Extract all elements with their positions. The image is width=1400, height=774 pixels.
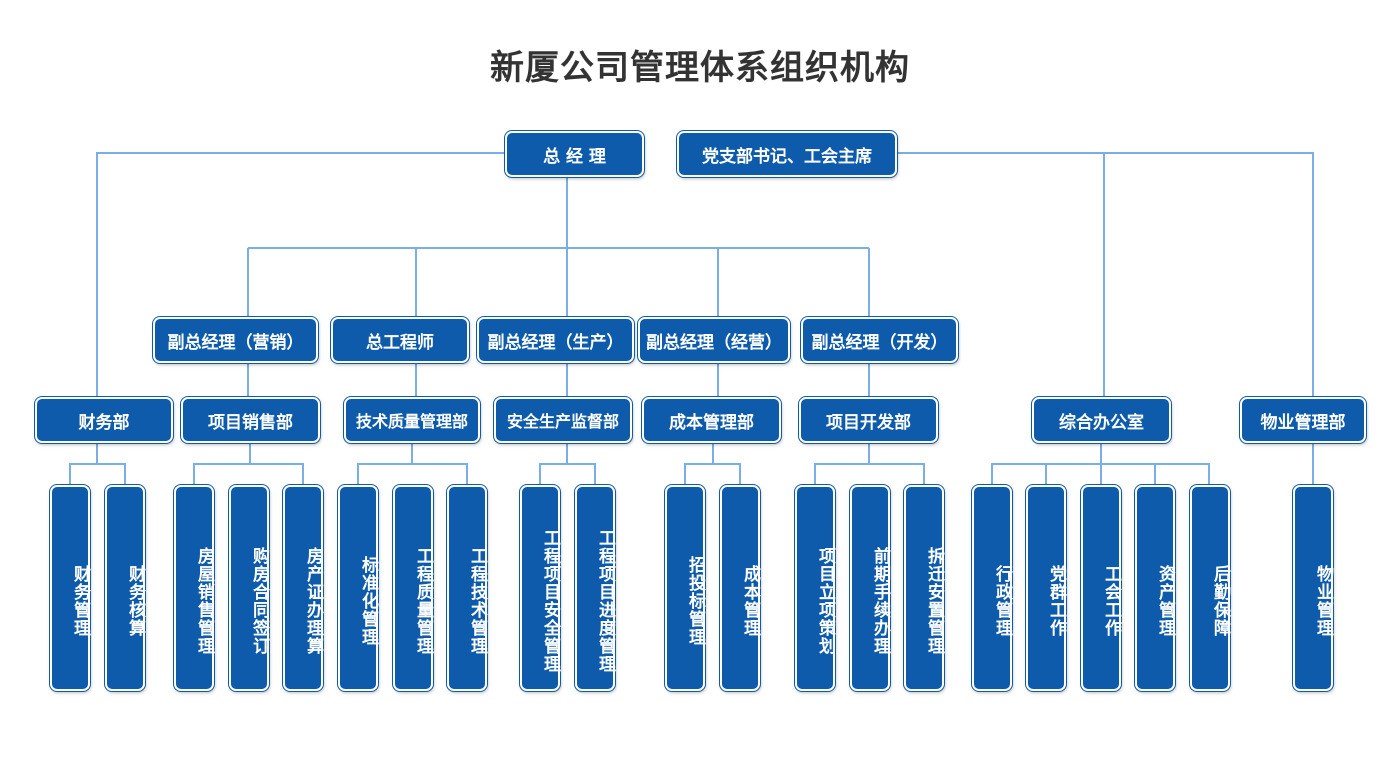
function-project-safety: 工程项目安全管理 <box>520 485 560 691</box>
cost-management-dept-box: 成本管理部 <box>642 397 781 443</box>
function-finance-accounting: 财务核算 <box>105 485 145 691</box>
function-administration: 行政管理 <box>972 485 1012 691</box>
general-office-box: 综合办公室 <box>1032 397 1171 443</box>
project-sales-dept-box: 项目销售部 <box>181 397 320 443</box>
vp-development-box: 副总经理（开发） <box>801 317 958 363</box>
property-management-dept-box: 物业管理部 <box>1240 397 1366 443</box>
function-property-certificate: 房产证办理算 <box>283 485 323 691</box>
function-asset-management: 资产管理 <box>1135 485 1175 691</box>
function-finance-management: 财务管理 <box>50 485 90 691</box>
chief-engineer-box: 总工程师 <box>331 317 469 363</box>
function-purchase-contract: 购房合同签订 <box>229 485 269 691</box>
function-standardization: 标准化管理 <box>338 485 378 691</box>
chart-title: 新厦公司管理体系组织机构 <box>490 48 910 88</box>
function-project-progress: 工程项目进度管理 <box>575 485 615 691</box>
vp-operations-box: 副总经理（经营） <box>638 317 790 363</box>
general-manager-box: 总 经 理 <box>505 131 644 177</box>
tech-quality-dept-box: 技术质量管理部 <box>344 397 480 443</box>
function-engineering-technology: 工程技术管理 <box>447 485 487 691</box>
function-project-planning: 项目立项策划 <box>795 485 835 691</box>
function-logistics: 后勤保障 <box>1190 485 1230 691</box>
function-engineering-quality: 工程质量管理 <box>393 485 433 691</box>
vp-marketing-box: 副总经理（营销） <box>153 317 318 363</box>
function-preliminary-procedures: 前期手续办理 <box>850 485 890 691</box>
function-bidding: 招投标管理 <box>665 485 705 691</box>
project-development-dept-box: 项目开发部 <box>799 397 938 443</box>
safety-supervision-dept-box: 安全生产监督部 <box>494 397 632 443</box>
party-secretary-box: 党支部书记、工会主席 <box>677 131 897 177</box>
function-housing-sales: 房屋销售管理 <box>174 485 214 691</box>
function-property-management: 物业管理 <box>1293 485 1333 691</box>
vp-production-box: 副总经理（生产） <box>477 317 634 363</box>
function-union-work: 工会工作 <box>1081 485 1121 691</box>
function-cost-management: 成本管理 <box>720 485 760 691</box>
function-relocation: 拆迁安置管理 <box>904 485 944 691</box>
finance-dept-box: 财务部 <box>35 397 173 443</box>
function-party-affairs: 党群工作 <box>1026 485 1066 691</box>
